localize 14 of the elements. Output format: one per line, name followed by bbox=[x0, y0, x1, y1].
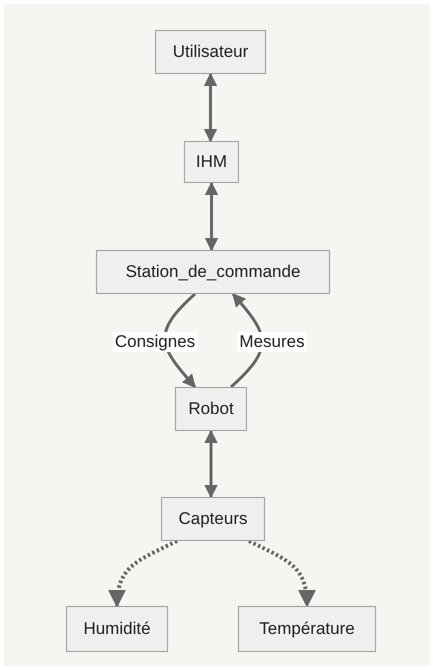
arrow bbox=[204, 72, 218, 142]
process-box: Capteurs bbox=[161, 497, 265, 541]
process-box: Station_de_commande bbox=[96, 250, 330, 294]
edge-label: Consignes bbox=[112, 332, 198, 352]
edge-label: Mesures bbox=[237, 332, 307, 352]
arrow bbox=[204, 182, 218, 252]
process-box: IHM bbox=[184, 141, 239, 183]
arrow bbox=[108, 539, 178, 608]
process-box: Humidité bbox=[66, 606, 168, 652]
process-box: Robot bbox=[175, 387, 247, 431]
process-box: Température bbox=[238, 606, 376, 652]
process-box: Utilisateur bbox=[155, 30, 266, 74]
arrow bbox=[248, 539, 316, 608]
arrow bbox=[204, 430, 218, 498]
